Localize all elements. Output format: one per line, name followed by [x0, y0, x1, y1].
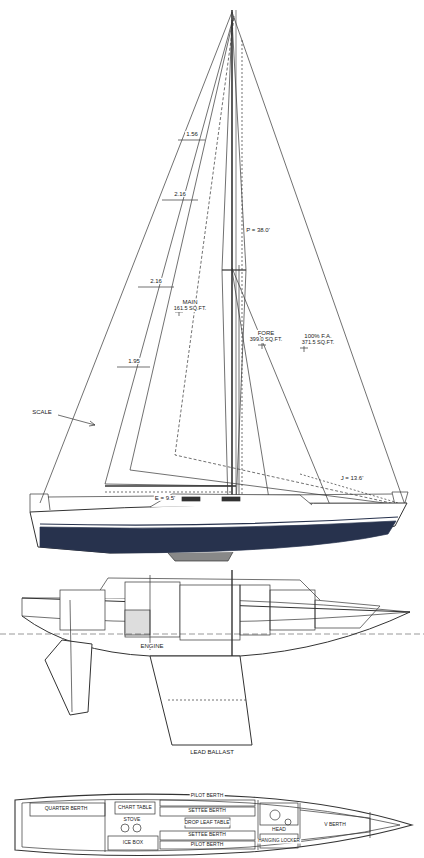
drawing-label: 2.16 — [173, 191, 187, 197]
drawing-label: 399.0 SQ.FT. — [249, 337, 283, 343]
drawing-label: DROP LEAF TABLE — [183, 820, 230, 825]
drawing-label: ICE BOX — [122, 840, 144, 845]
drawing-label: 1.56 — [185, 131, 199, 137]
rudder — [45, 640, 92, 715]
drawing-label: SETTEE BERTH — [187, 808, 227, 813]
hull — [30, 503, 407, 553]
drawing-label: MAIN — [182, 299, 199, 305]
drawing-label: HANGING LOCKER — [257, 839, 301, 844]
drawing-label: CHART TABLE — [117, 805, 153, 810]
drawing-label: FORE — [257, 330, 276, 336]
genoa — [130, 16, 400, 505]
boom — [105, 485, 236, 487]
drawing-label: V BERTH — [323, 822, 347, 827]
drawing-label: 2.16 — [149, 278, 163, 284]
mainsail — [105, 22, 232, 486]
drawing-label: PILOT BERTH — [190, 793, 225, 798]
drawing-label: 371.5 SQ.FT. — [301, 340, 335, 346]
forestay — [232, 12, 405, 505]
fin-keel — [150, 656, 252, 745]
drawing-label: LEAD BALLAST — [189, 749, 235, 755]
mast — [231, 10, 233, 505]
drawing-label: 161.5 SQ.FT. — [173, 306, 207, 312]
drawing-label: 1.95 — [127, 358, 141, 364]
drawing-label: PILOT BERTH — [190, 842, 225, 847]
drawing-label: P = 38.0' — [245, 227, 271, 233]
backstay — [40, 12, 232, 503]
boot-stripe — [40, 521, 396, 553]
drawing-label: SETTEE BERTH — [187, 832, 227, 837]
drawing-label: J = 13.6' — [340, 475, 365, 481]
drawing-label: E = 9.5' — [154, 495, 176, 501]
drawing-label: HEAD — [271, 827, 287, 832]
drawing-label: 100% F.A. — [303, 333, 332, 339]
drawing-label: STOVE — [123, 817, 142, 822]
inner-forestay — [232, 268, 330, 505]
drawing-label: SCALE — [31, 409, 53, 415]
deck-outline — [15, 794, 412, 855]
drawing-label: ENGINE — [139, 643, 164, 649]
drawing-label: QUARTER BERTH — [44, 806, 89, 811]
